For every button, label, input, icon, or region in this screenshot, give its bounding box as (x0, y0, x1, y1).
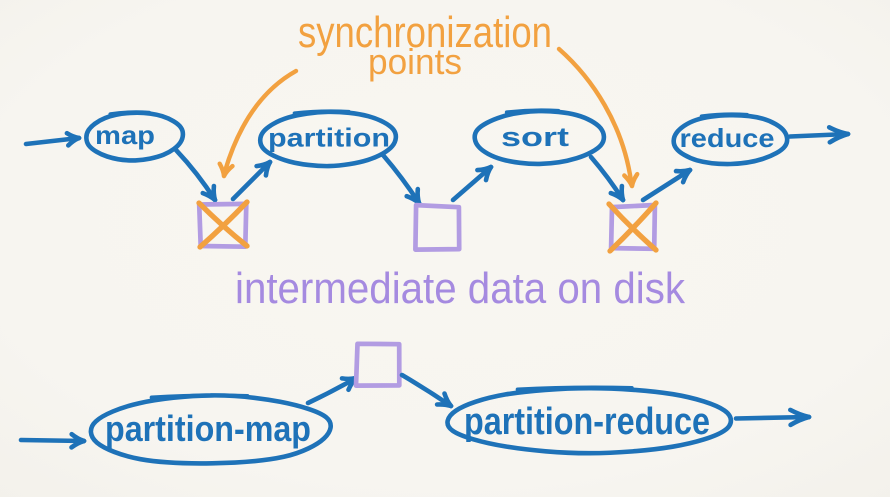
svg-text:synchronization: synchronization (298, 8, 552, 57)
svg-text:points: points (368, 41, 462, 82)
svg-text:map: map (95, 120, 155, 150)
svg-text:partition-reduce: partition-reduce (464, 401, 710, 443)
svg-text:sort: sort (501, 122, 569, 152)
svg-text:partition: partition (268, 123, 390, 153)
svg-text:partition-map: partition-map (105, 408, 311, 449)
svg-text:reduce: reduce (680, 123, 775, 153)
svg-text:intermediate data on disk: intermediate data on disk (235, 264, 686, 313)
